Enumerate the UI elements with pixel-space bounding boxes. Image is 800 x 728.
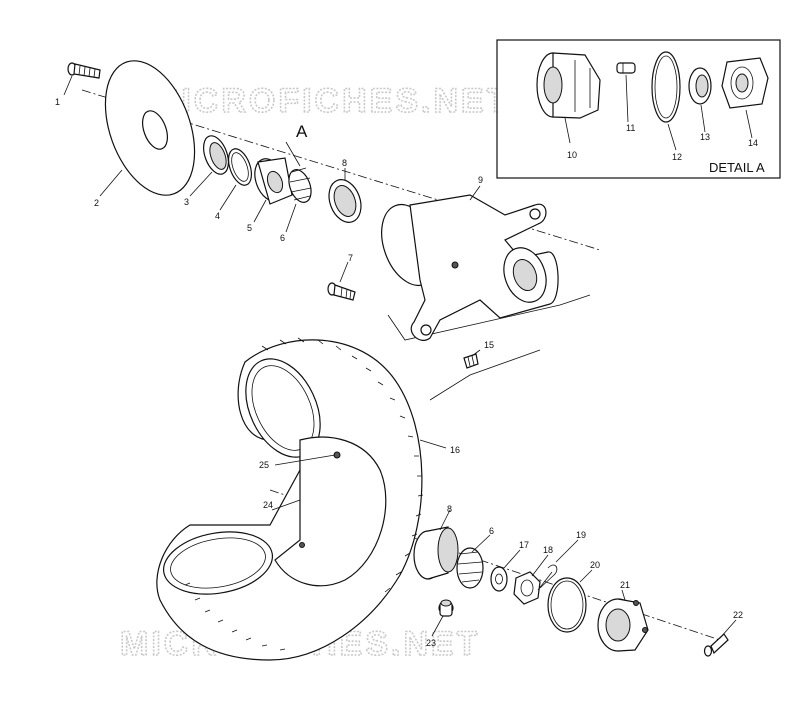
callout-21: 21: [620, 580, 630, 590]
callout-16: 16: [450, 445, 460, 455]
part-5-hub: [254, 157, 293, 205]
callout-2: 2: [94, 198, 99, 208]
callout-17: 17: [519, 540, 529, 550]
callout-8-upper: 8: [342, 158, 347, 168]
part-10-hub-flange: [536, 52, 601, 119]
callout-1: 1: [55, 97, 60, 107]
callouts: 1 2 3 4 5 6 A 8 9 7 15 16 25 24 8 6 17 1…: [55, 97, 765, 648]
part-22-bolt: [703, 633, 729, 657]
callout-14: 14: [748, 138, 758, 148]
part-6-bearing-upper: [288, 167, 312, 203]
part-17-washer: [490, 566, 508, 592]
callout-25: 25: [259, 460, 269, 470]
callout-13: 13: [700, 132, 710, 142]
callout-8-lower: 8: [447, 504, 452, 514]
callout-10: 10: [567, 150, 577, 160]
part-11-pin: [616, 62, 636, 74]
part-23-valve-stem: [438, 599, 454, 617]
callout-19: 19: [576, 530, 586, 540]
part-3-seal: [203, 135, 229, 175]
callout-23: 23: [426, 638, 436, 648]
callout-18: 18: [543, 545, 553, 555]
part-8-bearing-cup-lower: [413, 526, 459, 580]
callout-22: 22: [733, 610, 743, 620]
detail-a-marker: A: [296, 122, 308, 141]
detail-a-box: [496, 39, 781, 179]
callout-6-lower: 6: [489, 526, 494, 536]
callout-6-upper: 6: [280, 233, 285, 243]
part-6-bearing-lower: [456, 547, 484, 589]
callout-15: 15: [484, 340, 494, 350]
callout-3: 3: [184, 197, 189, 207]
callout-7: 7: [348, 253, 353, 263]
callout-5: 5: [247, 223, 252, 233]
callout-9: 9: [478, 175, 483, 185]
part-16-tire: [156, 337, 424, 661]
watermark-top: MICROFICHES.NET: [150, 82, 510, 120]
part-15-grease-fitting: [463, 353, 479, 369]
callout-24: 24: [263, 500, 273, 510]
part-2-brake-disc: [104, 60, 196, 196]
part-20-o-ring: [547, 577, 587, 633]
part-7-bolt: [327, 282, 356, 301]
part-4-snap-ring: [227, 148, 253, 186]
part-9-spindle: [381, 194, 559, 341]
part-12-ring: [651, 51, 681, 123]
part-19-cotter-pin: [537, 564, 558, 591]
callout-11: 11: [626, 123, 635, 133]
part-13-washer: [688, 67, 712, 105]
part-18-castle-nut: [513, 571, 541, 605]
callout-12: 12: [672, 152, 682, 162]
callout-4: 4: [215, 211, 220, 221]
detail-a-title: DETAIL A: [709, 160, 765, 175]
callout-20: 20: [590, 560, 600, 570]
part-21-hub-cap: [597, 598, 649, 652]
part-8-bearing-cup-upper: [328, 179, 362, 223]
leader-lines: [63, 74, 753, 639]
part-1-bolt: [67, 62, 101, 79]
part-14-nut: [721, 57, 769, 109]
